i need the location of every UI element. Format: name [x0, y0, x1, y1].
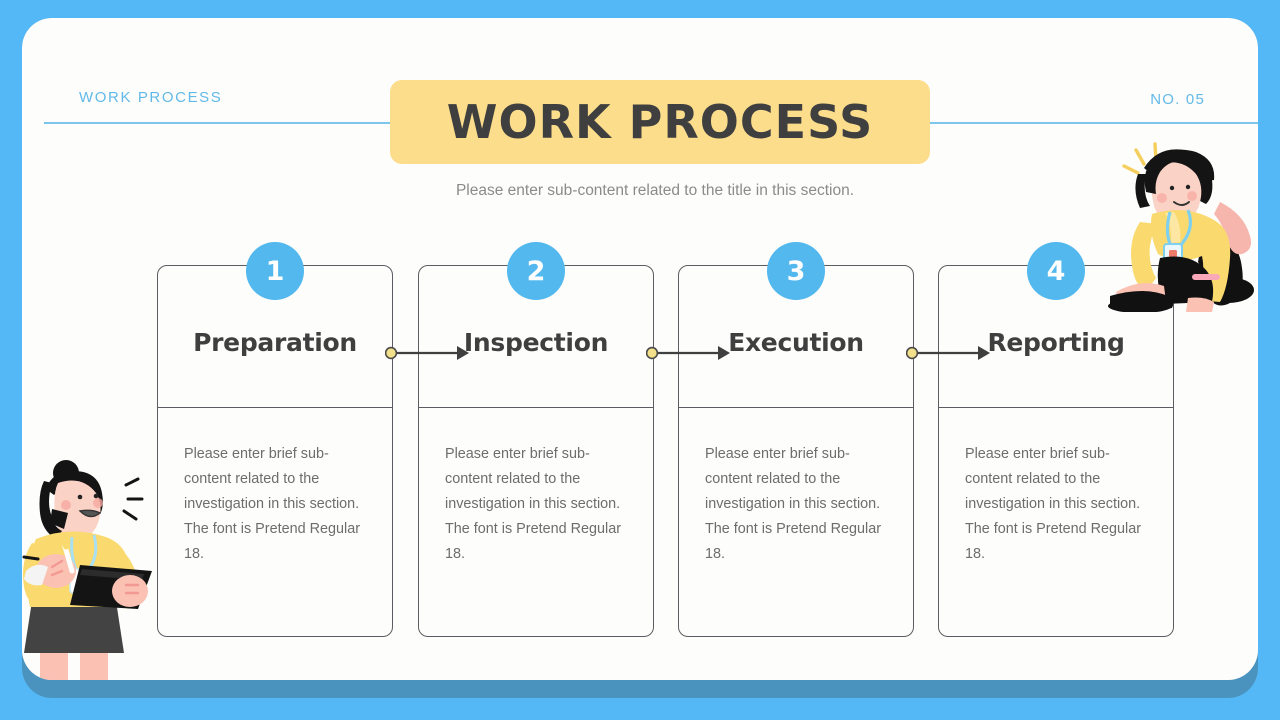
step-body-2: Please enter brief sub-content related t… [445, 446, 621, 562]
step-title-4: Reporting [987, 328, 1125, 357]
page-title: WORK PROCESS [446, 95, 874, 149]
card-divider-2 [419, 407, 653, 409]
step-connector-arrow-1 [385, 342, 471, 364]
step-connector-arrow-3 [906, 342, 992, 364]
work-process-steps: 1 Preparation Please enter brief sub-con… [135, 242, 1177, 638]
step-card-4[interactable]: Reporting Please enter brief sub-content… [938, 265, 1174, 637]
header-eyebrow: WORK PROCESS [79, 89, 223, 106]
step-badge-4: 4 [1027, 242, 1085, 300]
card-divider-1 [158, 407, 392, 409]
step-card-3[interactable]: Execution Please enter brief sub-content… [678, 265, 914, 637]
step-body-1: Please enter brief sub-content related t… [184, 446, 360, 562]
step-badge-3: 3 [767, 242, 825, 300]
step-title-2: Inspection [463, 328, 609, 357]
step-badge-1: 1 [246, 242, 304, 300]
step-number-3: 3 [786, 255, 806, 287]
title-banner: WORK PROCESS [390, 80, 930, 164]
seated-woman-with-badge-illustration [1100, 140, 1258, 317]
page-subtitle: Please enter sub-content related to the … [455, 182, 855, 199]
step-title-3: Execution [728, 328, 864, 357]
standing-woman-with-clipboard-illustration [22, 443, 182, 680]
step-title-1: Preparation [193, 328, 357, 357]
slide-surface: WORK PROCESS NO. 05 WORK PROCESS Please … [22, 18, 1258, 680]
step-badge-2: 2 [507, 242, 565, 300]
card-divider-3 [679, 407, 913, 409]
step-card-1[interactable]: Preparation Please enter brief sub-conte… [157, 265, 393, 637]
step-connector-arrow-2 [646, 342, 732, 364]
step-number-1: 1 [265, 255, 285, 287]
card-divider-4 [939, 407, 1173, 409]
slide-number-label: NO. 05 [1150, 91, 1205, 108]
step-body-4: Please enter brief sub-content related t… [965, 446, 1141, 562]
step-number-4: 4 [1046, 255, 1066, 287]
step-body-3: Please enter brief sub-content related t… [705, 446, 881, 562]
step-number-2: 2 [526, 255, 546, 287]
step-card-2[interactable]: Inspection Please enter brief sub-conten… [418, 265, 654, 637]
